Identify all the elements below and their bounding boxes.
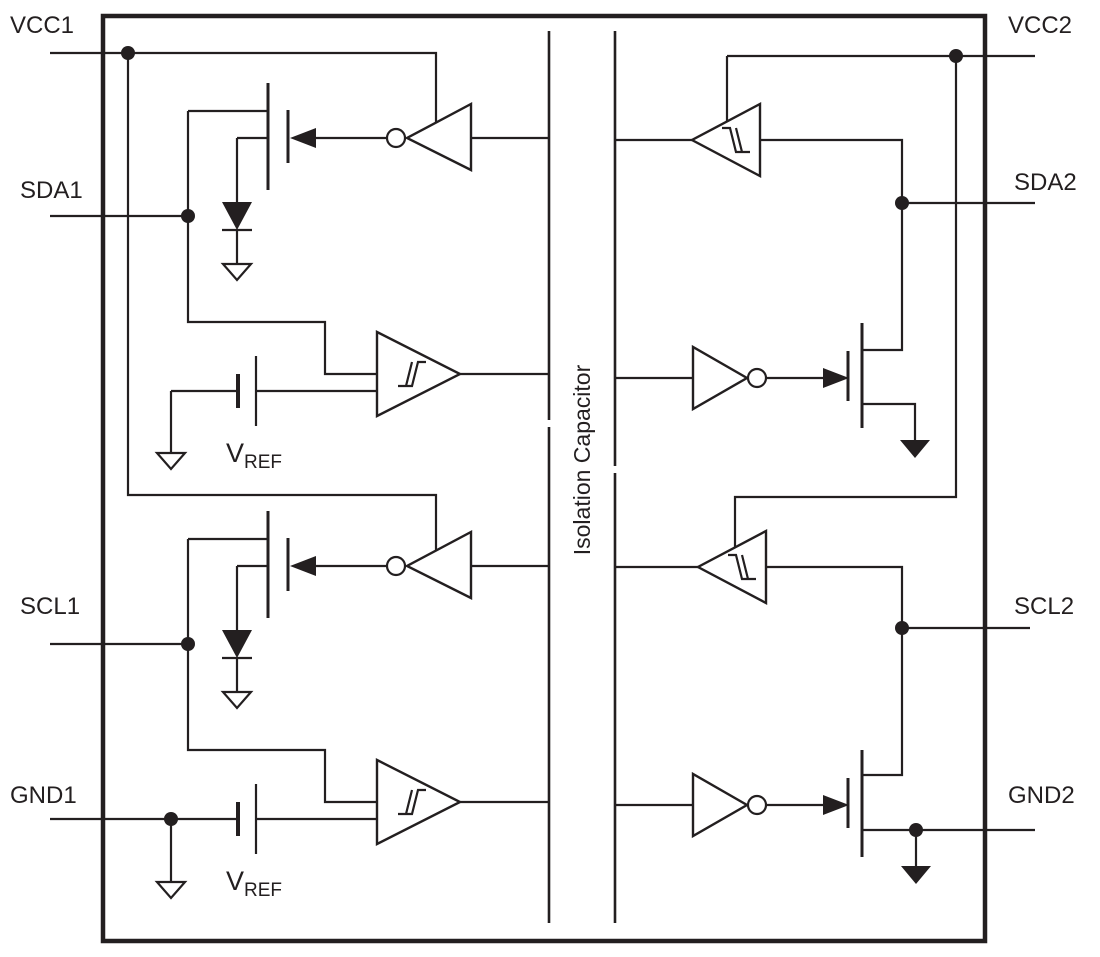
gate-drive-arrow-icon <box>823 368 849 388</box>
pin-label-vcc2: VCC2 <box>1008 12 1072 39</box>
vref1-bottom-gnd1: VREF <box>50 784 377 901</box>
gate-drive-arrow-icon <box>823 795 849 815</box>
scl2-inverting-buffer-icon <box>691 771 768 839</box>
vcc1-net <box>50 46 438 551</box>
inverter-bubble <box>385 555 407 577</box>
inverter-bubble <box>746 794 768 816</box>
sda2-sense-wire <box>760 138 904 203</box>
sda1-mos-stubs <box>188 109 268 140</box>
hysteresis-icon <box>722 126 750 154</box>
ground-icon <box>154 880 188 900</box>
inverter-bubble <box>385 127 407 149</box>
sda2-mos-transistor-icon <box>846 323 864 428</box>
gate-drive-arrow-icon <box>290 128 316 148</box>
sda1-inverting-buffer-icon <box>385 102 473 172</box>
pin-label-gnd1: GND1 <box>10 782 77 809</box>
pin-label-sda1: SDA1 <box>20 177 83 204</box>
vref-label: VREF <box>226 438 282 473</box>
sda2-drain-wire <box>862 203 904 352</box>
gnd1-pin-wire <box>50 817 377 882</box>
scl1-feedback-wire <box>186 539 377 804</box>
ground-icon <box>154 451 188 471</box>
pin-label-scl1: SCL1 <box>20 593 80 620</box>
pin-label-scl2: SCL2 <box>1014 593 1074 620</box>
vcc2-net <box>725 49 1035 549</box>
scl1-inverting-buffer-icon <box>385 530 473 600</box>
pin-label-gnd2: GND2 <box>1008 782 1075 809</box>
scl1-schmitt-comparator-icon <box>375 758 463 846</box>
hysteresis-icon <box>728 553 756 581</box>
sda2-source-wire <box>862 402 917 442</box>
sda1-channel: VREF <box>50 83 549 473</box>
scl2-schmitt-buffer-icon <box>695 529 768 605</box>
sda1-schmitt-comparator-icon <box>375 330 463 418</box>
vref-label: VREF <box>226 866 282 901</box>
pin-label-vcc1: VCC1 <box>10 12 74 39</box>
pin-labels: VCC1 SDA1 SCL1 GND1 VCC2 SDA2 SCL2 GND2 <box>10 12 1077 809</box>
junction <box>121 46 135 60</box>
scl1-mos-transistor-icon <box>266 511 290 618</box>
sda1-clamp-diode-icon <box>220 138 254 282</box>
pin-label-sda2: SDA2 <box>1014 169 1077 196</box>
sda2-channel <box>615 102 1035 458</box>
inverter-bubble <box>746 367 768 389</box>
scl1-mos-stubs <box>188 537 268 568</box>
scl1-clamp-diode-icon <box>220 566 254 710</box>
scl2-drain-wire <box>862 628 904 777</box>
scl2-sense-wire <box>766 565 904 628</box>
ground-arrow-icon <box>900 440 930 458</box>
ground-icon <box>220 262 254 282</box>
isolation-barrier: Isolation Capacitor <box>547 31 617 923</box>
junction <box>164 812 178 826</box>
scl2-mos-transistor-icon <box>846 750 864 857</box>
gate-drive-arrow-icon <box>290 556 316 576</box>
ground-arrow-icon <box>901 866 931 884</box>
sda1-mos-transistor-icon <box>266 83 290 190</box>
scl2-channel <box>615 529 1035 884</box>
sda2-inverting-buffer-icon <box>691 344 768 412</box>
device-outline <box>100 13 988 944</box>
hysteresis-icon <box>398 788 426 816</box>
ground-icon <box>220 690 254 710</box>
hysteresis-icon <box>398 360 426 388</box>
vref1-top: VREF <box>154 356 377 473</box>
sda1-feedback-wire <box>186 111 377 376</box>
scl1-channel: VREF <box>50 511 549 901</box>
isolation-capacitor-label: Isolation Capacitor <box>569 364 595 555</box>
junction <box>949 49 963 63</box>
